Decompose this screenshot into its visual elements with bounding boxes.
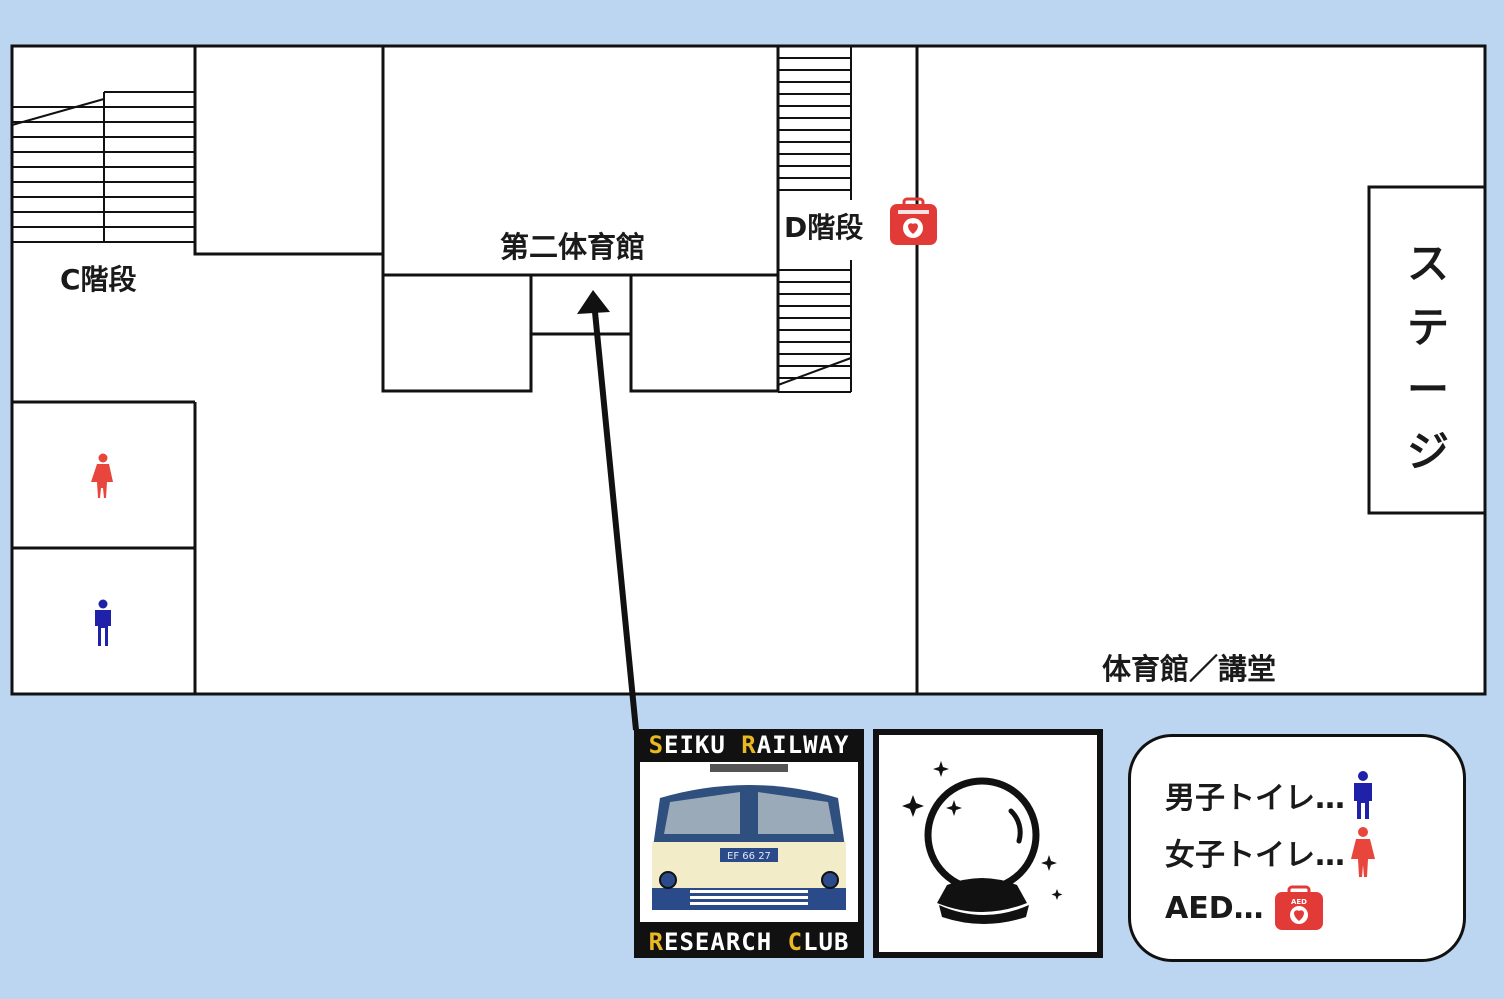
logo-bottom-text: RESEARCH CLUB (648, 928, 850, 956)
aed-icon (890, 197, 937, 245)
legend-male-row: 男子トイレ… (1165, 771, 1375, 819)
male-toilet-icon (95, 599, 111, 646)
legend-female-label: 女子トイレ… (1165, 838, 1345, 873)
stair-c-drawing (11, 91, 194, 243)
legend-male-label: 男子トイレ… (1165, 781, 1345, 816)
label-stage-2: テ (1407, 303, 1450, 352)
stair-d-drawing (777, 46, 852, 393)
female-toilet-icon (1351, 827, 1375, 877)
crystal-ball-icon (902, 761, 1063, 924)
female-toilet-icon (91, 453, 113, 498)
aed-icon: AED (1274, 885, 1323, 930)
fortune-telling-box (873, 729, 1103, 958)
label-gym2: 第二体育館 (500, 230, 646, 264)
legend-female-row: 女子トイレ… (1165, 827, 1375, 877)
legend-aed-label: AED… (1165, 890, 1264, 926)
railway-club-logo: SEIKU RAILWAY EF 66 27 RESEARCH CLUB (634, 729, 864, 958)
legend: 男子トイレ… 女子トイレ… AED… AED (1128, 734, 1466, 962)
building-outline (10, 44, 1487, 696)
label-stair-c: C階段 (60, 263, 137, 296)
label-gym-hall: 体育館／講堂 (1102, 652, 1277, 686)
label-stage-4: ジ (1407, 427, 1450, 476)
route-arrow (577, 290, 639, 731)
male-toilet-icon (1354, 771, 1372, 819)
stage-box (1367, 185, 1487, 515)
label-stage-3: ー (1407, 365, 1450, 414)
logo-top-text: SEIKU RAILWAY (648, 731, 850, 759)
locomotive-illustration: EF 66 27 (640, 762, 858, 922)
label-stage-1: ス (1407, 239, 1450, 288)
label-stair-d: D階段 (784, 211, 864, 244)
aed-icon-text: AED (1291, 898, 1307, 906)
loco-plate: EF 66 27 (727, 851, 771, 862)
legend-aed-row: AED… AED (1165, 885, 1324, 931)
